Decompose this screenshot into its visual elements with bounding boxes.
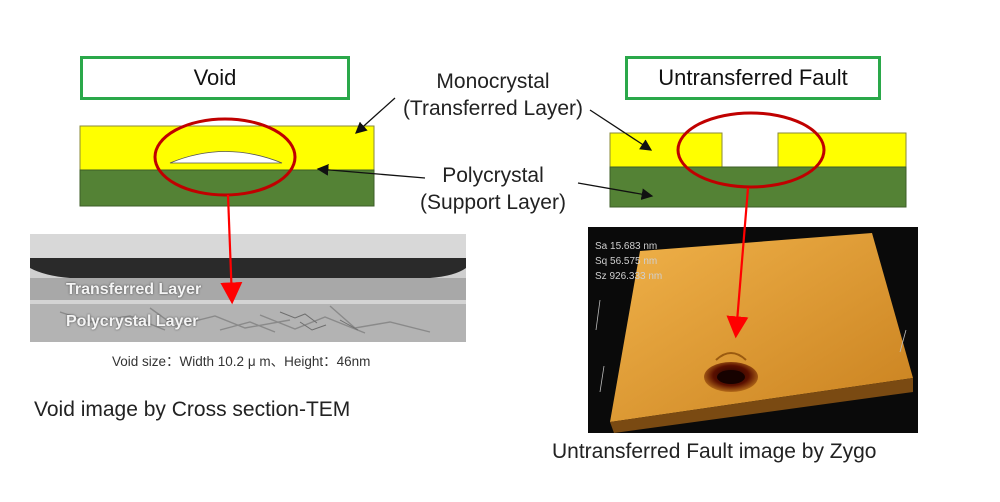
poly-arrow-right [577, 182, 654, 200]
void-title-box: Void [80, 56, 350, 100]
void-highlight-circle [153, 117, 297, 197]
mono-arrow-right [589, 109, 653, 151]
void-red-arrow [220, 194, 243, 305]
polycrystal-callout: Polycrystal (Support Layer) [398, 162, 588, 216]
zygo-stat-sa: Sa 15.683 nm [595, 241, 658, 252]
transferred-layer-label: (Transferred Layer) [402, 97, 584, 120]
tem-caption: Void image by Cross section-TEM [34, 398, 351, 421]
zygo-caption: Untransferred Fault image by Zygo [552, 440, 877, 463]
zygo-stat-sq: Sq 56.575 nm [595, 256, 658, 267]
void-size-text: Void size：Width 10.2 μ m、Height：46nm [112, 354, 371, 369]
fault-title: Untransferred Fault [658, 65, 848, 90]
void-shape [169, 151, 283, 164]
fault-highlight-circle [676, 111, 826, 189]
left-poly-layer [79, 169, 375, 207]
right-mono-left-block [609, 132, 723, 168]
tem-poly-label: Polycrystal Layer [66, 313, 199, 330]
zygo-stat-sz: Sz 926.333 nm [595, 271, 663, 282]
mono-arrow-left [355, 97, 396, 134]
support-layer-label: (Support Layer) [420, 191, 566, 214]
monocrystal-label: Monocrystal [436, 70, 550, 93]
fault-red-arrow [726, 187, 750, 339]
fault-title-box: Untransferred Fault [625, 56, 881, 100]
tem-transferred-label: Transferred Layer [66, 281, 202, 298]
poly-arrow-left [316, 164, 426, 179]
zygo-image [588, 227, 918, 433]
right-mono-right-block [777, 132, 907, 168]
void-title: Void [193, 65, 237, 90]
polycrystal-label: Polycrystal [442, 164, 544, 187]
monocrystal-callout: Monocrystal (Transferred Layer) [378, 68, 608, 122]
tem-image [30, 234, 466, 342]
